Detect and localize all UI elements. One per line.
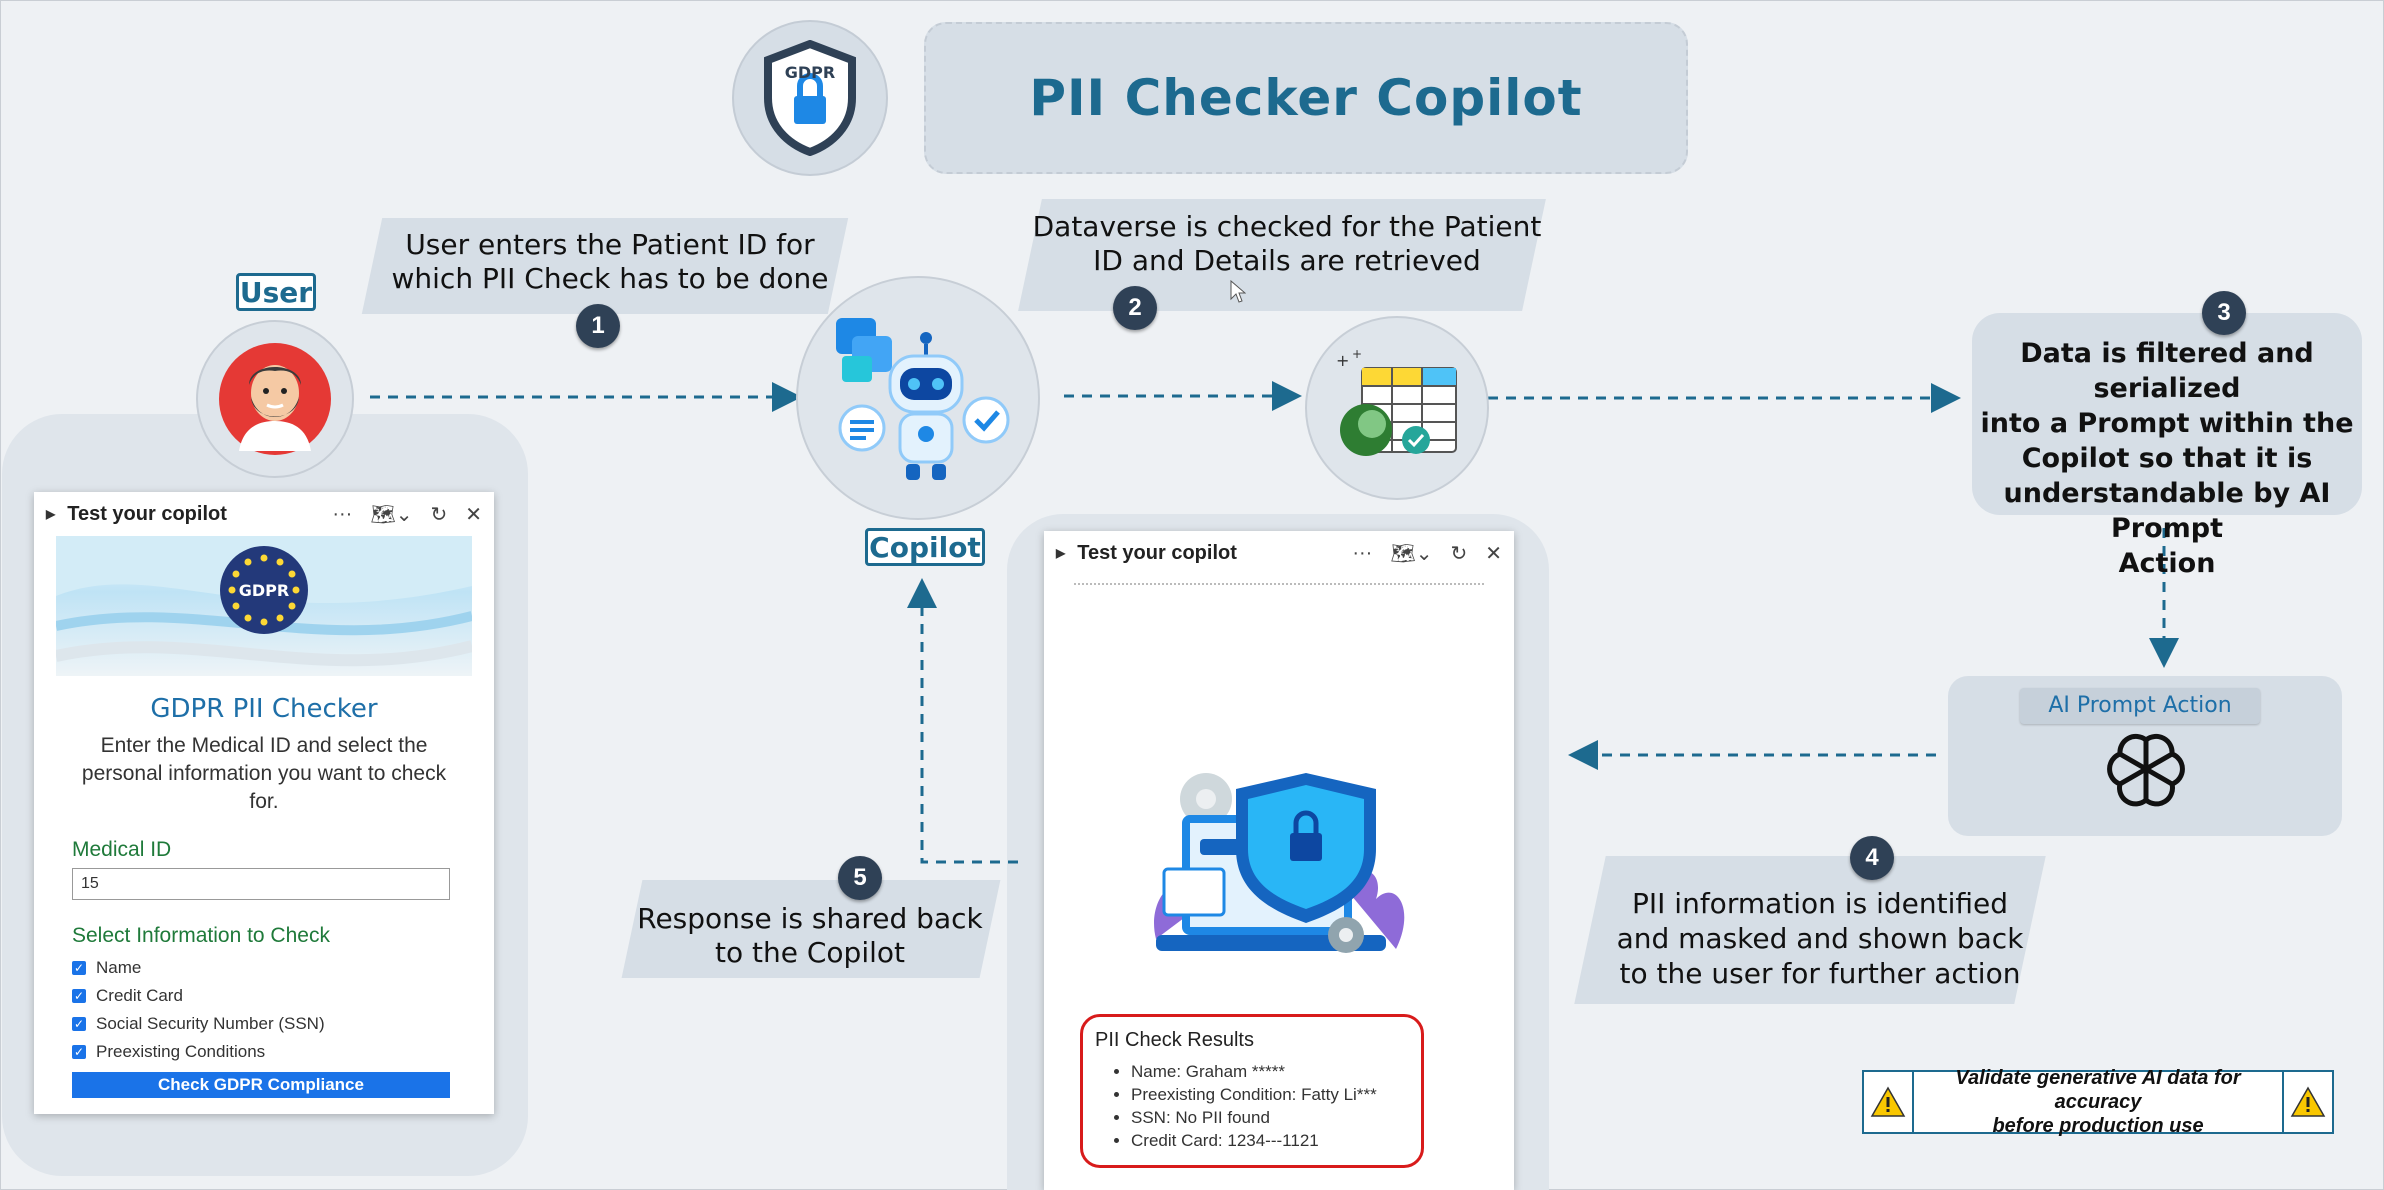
step-3-panel bbox=[1972, 313, 2362, 515]
title-box: PII Checker Copilot bbox=[924, 22, 1688, 174]
truncated-message-line bbox=[1074, 575, 1484, 585]
user-label: User bbox=[236, 273, 316, 311]
svg-text:GDPR: GDPR bbox=[785, 63, 835, 82]
pii-results-list: Name: Graham ***** Preexisting Condition… bbox=[1083, 1060, 1421, 1152]
svg-text:+: + bbox=[1336, 351, 1349, 370]
eu-gdpr-emblem-icon: GDPR bbox=[220, 546, 308, 634]
step-1-text: User enters the Patient ID for which PII… bbox=[391, 228, 829, 295]
option-ssn[interactable]: ✓Social Security Number (SSN) bbox=[72, 1014, 325, 1033]
more-options-icon[interactable]: ··· bbox=[1352, 541, 1373, 564]
map-icon[interactable]: 🗺⌄ bbox=[370, 503, 413, 526]
copilot-robot-icon bbox=[836, 318, 1010, 480]
security-laptop-icon bbox=[1154, 773, 1405, 953]
left-chat-title: Test your copilot bbox=[67, 502, 227, 525]
user-avatar-circle bbox=[196, 320, 354, 478]
result-credit-card: Credit Card: 1234---1121 bbox=[1131, 1129, 1421, 1152]
step-4-text: PII information is identified and masked… bbox=[1616, 887, 2024, 990]
checkbox-checked-icon[interactable]: ✓ bbox=[72, 989, 86, 1003]
svg-text:GDPR: GDPR bbox=[239, 581, 289, 600]
copilot-label: Copilot bbox=[865, 528, 985, 566]
result-name: Name: Graham ***** bbox=[1131, 1060, 1421, 1083]
openai-logo-icon bbox=[2107, 733, 2185, 807]
step-1-badge: 1 bbox=[576, 304, 620, 348]
result-preexisting-condition: Preexisting Condition: Fatty Li*** bbox=[1131, 1083, 1421, 1106]
option-preexisting-conditions[interactable]: ✓Preexisting Conditions bbox=[72, 1042, 266, 1061]
step-4-badge: 4 bbox=[1850, 836, 1894, 880]
step-5-text: Response is shared back to the Copilot bbox=[637, 902, 983, 969]
arrow-results-to-copilot bbox=[907, 578, 1018, 864]
refresh-icon[interactable]: ↻ bbox=[430, 503, 448, 526]
option-name[interactable]: ✓Name bbox=[72, 958, 142, 977]
left-chat-header: ▶ Test your copilot ··· 🗺⌄ ↻ ✕ bbox=[34, 492, 494, 536]
expand-caret-icon[interactable]: ▶ bbox=[46, 507, 56, 521]
pii-results-box: PII Check Results Name: Graham ***** Pre… bbox=[1080, 1014, 1424, 1168]
checkbox-checked-icon[interactable]: ✓ bbox=[72, 1017, 86, 1031]
info-options-list: ✓Name ✓Credit Card ✓Social Security Numb… bbox=[72, 954, 494, 1066]
user-avatar-icon bbox=[219, 343, 331, 455]
close-icon[interactable]: ✕ bbox=[465, 503, 482, 526]
medical-id-label: Medical ID bbox=[72, 838, 172, 861]
result-ssn: SSN: No PII found bbox=[1131, 1106, 1421, 1129]
step-3-badge: 3 bbox=[2202, 291, 2246, 335]
gdpr-banner: GDPR bbox=[56, 536, 472, 676]
warning-icon bbox=[2284, 1072, 2332, 1132]
gdpr-checker-heading: GDPR PII Checker bbox=[150, 694, 378, 724]
warning-text: Validate generative AI data for accuracy… bbox=[1912, 1067, 2284, 1137]
checkbox-checked-icon[interactable]: ✓ bbox=[72, 961, 86, 975]
gdpr-shield-icon: GDPR bbox=[764, 40, 856, 156]
center-chat-header: ▶ Test your copilot ··· 🗺⌄ ↻ ✕ bbox=[1044, 531, 1514, 575]
banner-wave-decoration bbox=[56, 536, 472, 667]
check-gdpr-compliance-button[interactable]: Check GDPR Compliance bbox=[72, 1072, 450, 1098]
ai-warning-banner: Validate generative AI data for accuracy… bbox=[1862, 1067, 2334, 1137]
more-options-icon[interactable]: ··· bbox=[332, 502, 353, 525]
gdpr-checker-description: Enter the Medical ID and select the pers… bbox=[81, 734, 447, 813]
mouse-cursor-icon bbox=[1230, 280, 1246, 303]
ai-prompt-action-label: AI Prompt Action bbox=[2020, 688, 2260, 724]
copilot-circle bbox=[796, 276, 1040, 520]
close-icon[interactable]: ✕ bbox=[1485, 542, 1502, 565]
svg-text:+: + bbox=[1352, 348, 1362, 361]
medical-id-input[interactable]: 15 bbox=[72, 868, 450, 900]
step-3-text: Data is filtered and serialized into a P… bbox=[1980, 338, 2354, 579]
dataverse-table-icon: + + bbox=[1336, 348, 1457, 456]
page-title: PII Checker Copilot bbox=[1029, 69, 1583, 127]
gdpr-logo: GDPR bbox=[732, 20, 888, 176]
center-chat-title: Test your copilot bbox=[1077, 541, 1237, 564]
dataverse-circle: + + bbox=[1305, 316, 1489, 500]
option-credit-card[interactable]: ✓Credit Card bbox=[72, 986, 183, 1005]
select-info-label: Select Information to Check bbox=[72, 924, 330, 947]
left-chat-window: ▶ Test your copilot ··· 🗺⌄ ↻ ✕ GDPR GDPR… bbox=[34, 492, 494, 1114]
step-2-text: Dataverse is checked for the Patient ID … bbox=[1032, 210, 1542, 277]
step-5-badge: 5 bbox=[838, 856, 882, 900]
map-icon[interactable]: 🗺⌄ bbox=[1390, 542, 1433, 565]
warning-icon bbox=[1864, 1072, 1912, 1132]
refresh-icon[interactable]: ↻ bbox=[1450, 542, 1468, 565]
pii-results-title: PII Check Results bbox=[1095, 1029, 1254, 1051]
expand-caret-icon[interactable]: ▶ bbox=[1056, 546, 1066, 560]
step-2-badge: 2 bbox=[1113, 286, 1157, 330]
center-chat-window: ▶ Test your copilot ··· 🗺⌄ ↻ ✕ PII Check… bbox=[1044, 531, 1514, 1190]
checkbox-checked-icon[interactable]: ✓ bbox=[72, 1045, 86, 1059]
